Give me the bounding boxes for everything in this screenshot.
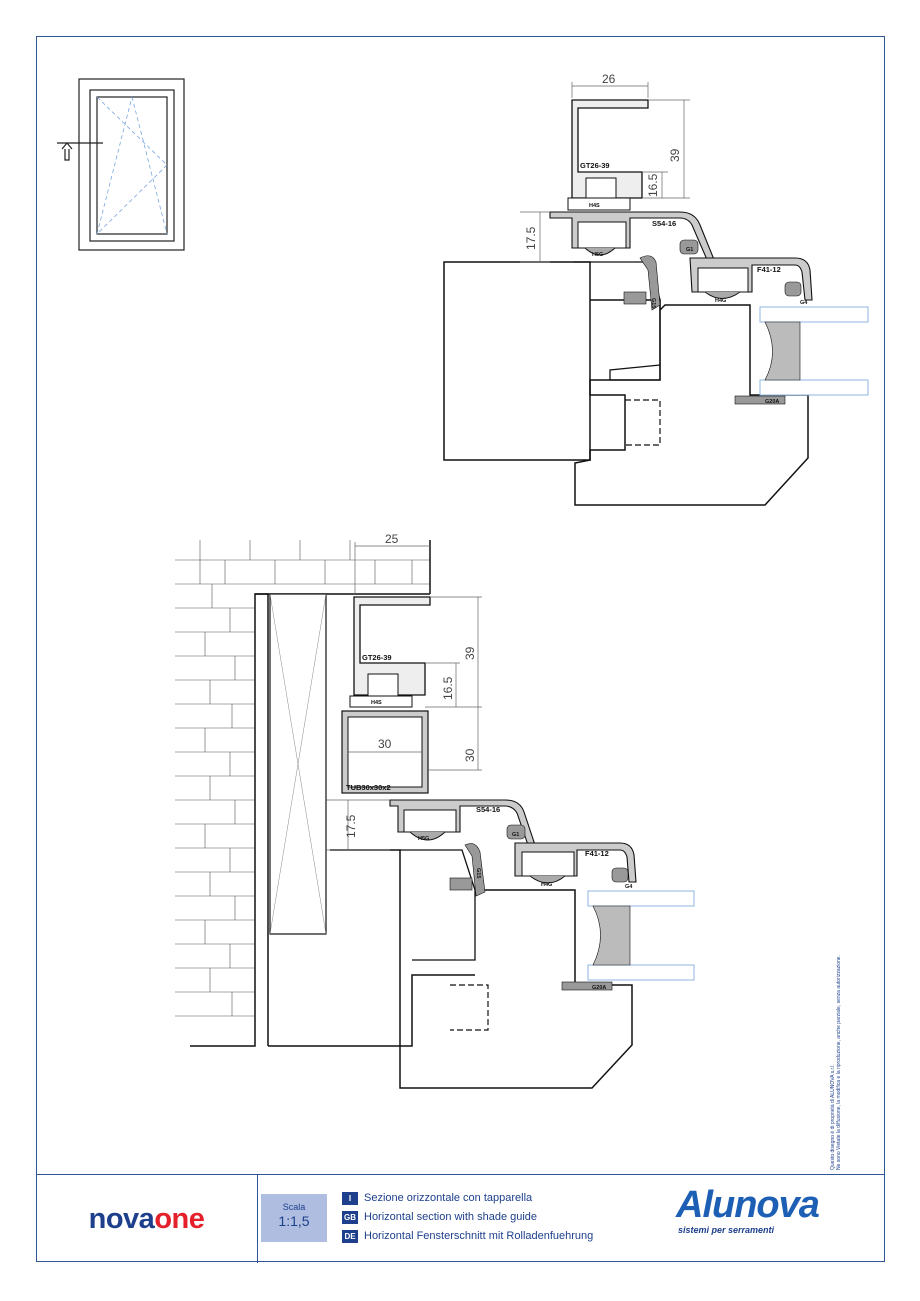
dim-top-offset: 17.5	[524, 226, 538, 250]
alunova-wordmark: Alunova	[676, 1184, 820, 1226]
label-bottom-s54: S54-16	[476, 805, 500, 814]
dim-tube-height: 30	[463, 748, 477, 762]
lang-code-gb: GB	[342, 1210, 358, 1224]
label-top-h5g: H5G	[592, 252, 603, 258]
top-section: 26 39 16.5 17.5 GT26-39 H4S H5G S54-16 F…	[443, 72, 869, 506]
label-top-g15: G15	[650, 298, 656, 308]
copyright-notice: Questo disegno è di proprietà di ALUNOVA…	[830, 955, 842, 1170]
lang-code-de: DE	[342, 1229, 358, 1243]
scale-value: 1:1,5	[278, 1213, 310, 1229]
caption-text-de: Horizontal Fensterschnitt mit Rolladenfu…	[364, 1230, 594, 1242]
dim-top-width: 26	[602, 72, 616, 86]
label-bottom-h5g: H5G	[418, 836, 429, 842]
scale-box: Scala 1:1,5	[261, 1194, 327, 1242]
label-top-h4g: H4G	[715, 298, 726, 304]
label-bottom-h4g: H4G	[541, 882, 552, 888]
dim-top-height-small: 16.5	[646, 173, 660, 197]
dim-bottom-offset: 17.5	[344, 814, 358, 838]
label-top-s54: S54-16	[652, 219, 676, 228]
alunova-logo: Alunova sistemi per serramenti	[676, 1185, 886, 1255]
label-bottom-tub: TUB30x30x2	[346, 783, 391, 792]
label-top-g20a: G20A	[765, 399, 779, 405]
caption-de: DE Horizontal Fensterschnitt mit Rollade…	[342, 1228, 593, 1244]
label-bottom-g15: G15	[475, 868, 481, 878]
label-bottom-g1: G1	[512, 832, 519, 838]
dim-bottom-height-small: 16.5	[441, 676, 455, 700]
label-bottom-f41: F41-12	[585, 849, 609, 858]
dim-bottom-width: 25	[385, 532, 399, 546]
label-bottom-h4s: H4S	[371, 700, 382, 706]
logo-part-nova: nova	[88, 1202, 155, 1235]
brick-wall	[175, 540, 430, 1017]
alunova-tagline: sistemi per serramenti	[678, 1225, 775, 1235]
scale-label: Scala	[282, 1202, 306, 1212]
caption-text-it: Sezione orizzontale con tapparella	[364, 1192, 533, 1204]
logo-part-one: one	[154, 1202, 205, 1235]
caption-gb: GB Horizontal section with shade guide	[342, 1209, 537, 1225]
caption-text-gb: Horizontal section with shade guide	[364, 1211, 538, 1223]
bottom-section: 25 39 16.5 30 30 17.5 GT26-39 H4S TUB30x…	[175, 532, 695, 1089]
label-top-gt26: GT26-39	[580, 161, 610, 170]
lang-code-it: I	[342, 1191, 358, 1205]
label-top-h4s: H4S	[589, 203, 600, 209]
label-bottom-gt26: GT26-39	[362, 653, 392, 662]
notice-line-2: Ne sono Vietate la diffusione, la modifi…	[836, 955, 842, 1170]
caption-it: I Sezione orizzontale con tapparella	[342, 1190, 532, 1206]
label-bottom-g20a: G20A	[592, 985, 606, 991]
label-top-g1: G1	[686, 247, 693, 253]
dim-bottom-height: 39	[463, 646, 477, 660]
drawing-sheet	[36, 36, 885, 1262]
label-bottom-g4: G4	[625, 884, 633, 890]
dim-top-height: 39	[668, 148, 682, 162]
window-key-icon	[57, 78, 185, 251]
dim-tube-width: 30	[378, 737, 392, 751]
label-top-g4: G4	[800, 300, 808, 306]
label-top-f41: F41-12	[757, 265, 781, 274]
